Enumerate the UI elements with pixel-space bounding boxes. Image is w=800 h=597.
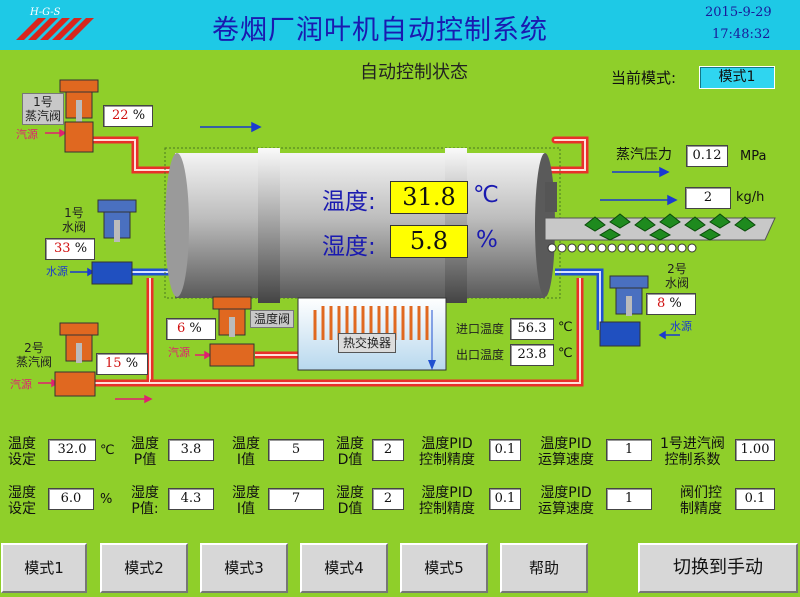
drum-humid-value: 5.8 xyxy=(390,225,468,258)
humid-pid-precision-input[interactable]: 0.1 xyxy=(489,488,521,510)
drum-temp-label: 温度: xyxy=(322,189,376,215)
inlet-temp-label: 进口温度 xyxy=(456,322,505,336)
water-flow-arrow xyxy=(70,267,680,340)
temp-p-input[interactable]: 3.8 xyxy=(168,439,214,461)
header-bar xyxy=(0,0,800,50)
steam-pipe-bottom xyxy=(95,278,584,387)
mode-3-button[interactable]: 模式3 xyxy=(200,543,288,593)
date-display: 2015-9-29 xyxy=(705,5,772,20)
current-mode-label: 当前模式: xyxy=(611,69,677,87)
humid-setpoint-label: 湿度设定 xyxy=(8,485,36,517)
switch-to-manual-button[interactable]: 切换到手动 xyxy=(638,543,798,593)
temp-d-input[interactable]: 2 xyxy=(372,439,404,461)
humid-setpoint-input[interactable]: 6.0 xyxy=(48,488,94,510)
temp-valve-value: 6 % xyxy=(166,318,216,340)
steam-valve-1-icon xyxy=(59,79,99,153)
app-title: 卷烟厂润叶机自动控制系统 xyxy=(212,15,548,46)
mode-4-button[interactable]: 模式4 xyxy=(300,543,388,593)
flow-value: 2 xyxy=(685,187,731,209)
heat-exchanger-label: 热交换器 xyxy=(338,333,397,353)
steam-valve-1-source: 汽源 xyxy=(16,128,38,141)
valve-precision-label: 阀们控制精度 xyxy=(680,485,722,517)
water-valve-2-source: 水源 xyxy=(670,320,692,333)
temp-i-input[interactable]: 5 xyxy=(268,439,324,461)
drum-humid-label: 湿度: xyxy=(322,234,376,260)
outlet-temp-value: 23.8 xyxy=(510,344,554,366)
time-display: 17:48:32 xyxy=(712,27,771,42)
steam-valve-1-value: 22 % xyxy=(103,105,153,127)
water-valve-2-icon xyxy=(599,275,649,347)
steam-valve-coef-label: 1号进汽阀控制系数 xyxy=(660,436,725,468)
water-valve-1-icon xyxy=(91,199,137,285)
mode-2-button[interactable]: 模式2 xyxy=(100,543,188,593)
water-valve-2-value: 8 % xyxy=(646,293,696,315)
temp-valve-icon xyxy=(209,296,255,367)
mode-1-button[interactable]: 模式1 xyxy=(1,543,87,593)
temp-pid-speed-input[interactable]: 1 xyxy=(606,439,652,461)
water-pipe-2 xyxy=(555,268,604,330)
humid-p-input[interactable]: 4.3 xyxy=(168,488,214,510)
help-button[interactable]: 帮助 xyxy=(500,543,588,593)
temp-pid-precision-input[interactable]: 0.1 xyxy=(489,439,521,461)
steam-pressure-unit: MPa xyxy=(740,149,767,164)
drum-humid-unit: % xyxy=(476,227,498,253)
mode-5-button[interactable]: 模式5 xyxy=(400,543,488,593)
steam-valve-2-label: 2号蒸汽阀 xyxy=(15,341,52,369)
water-valve-1-source: 水源 xyxy=(46,265,68,278)
conveyor xyxy=(544,213,776,253)
temp-valve-source: 汽源 xyxy=(168,346,190,359)
temp-setpoint-input[interactable]: 32.0 xyxy=(48,439,96,461)
drum-temp-unit: ℃ xyxy=(473,182,499,208)
company-logo: H-G-S xyxy=(8,4,103,44)
steam-valve-2-source: 汽源 xyxy=(10,378,32,391)
steam-valve-2-value: 15 % xyxy=(96,353,148,375)
humid-d-input[interactable]: 2 xyxy=(372,488,404,510)
steam-pressure-label: 蒸汽压力 xyxy=(616,147,672,163)
water-valve-1-value: 33 % xyxy=(45,238,95,260)
humid-i-input[interactable]: 7 xyxy=(268,488,324,510)
inlet-temp-unit: ℃ xyxy=(558,320,573,335)
inlet-temp-value: 56.3 xyxy=(510,318,554,340)
status-heading: 自动控制状态 xyxy=(360,62,468,83)
temp-setpoint-label: 温度设定 xyxy=(8,436,36,468)
outlet-temp-label: 出口温度 xyxy=(456,348,505,362)
humid-setpoint-unit: % xyxy=(100,492,113,507)
flow-arrows xyxy=(200,121,678,206)
temp-valve-label: 温度阀 xyxy=(250,310,295,328)
conditioning-drum xyxy=(165,148,557,303)
humid-pid-speed-input[interactable]: 1 xyxy=(606,488,652,510)
temp-setpoint-unit: ℃ xyxy=(100,443,115,458)
flow-unit: kg/h xyxy=(736,190,765,205)
process-diagram xyxy=(38,79,776,404)
steam-flow-arrow xyxy=(38,128,212,404)
water-valve-2-label: 2号水阀 xyxy=(664,262,689,290)
current-mode-value: 模式1 xyxy=(699,66,775,89)
valve-precision-input[interactable]: 0.1 xyxy=(735,488,775,510)
steam-valve-coef-input[interactable]: 1.00 xyxy=(735,439,775,461)
water-valve-1-label: 1号水阀 xyxy=(61,206,86,234)
drum-temp-value: 31.8 xyxy=(390,181,468,214)
steam-valve-2-icon xyxy=(54,322,99,397)
steam-valve-1-label: 1号蒸汽阀 xyxy=(22,93,64,125)
outlet-temp-unit: ℃ xyxy=(558,346,573,361)
logo-text: H-G-S xyxy=(29,7,61,18)
steam-pressure-value: 0.12 xyxy=(686,145,728,167)
